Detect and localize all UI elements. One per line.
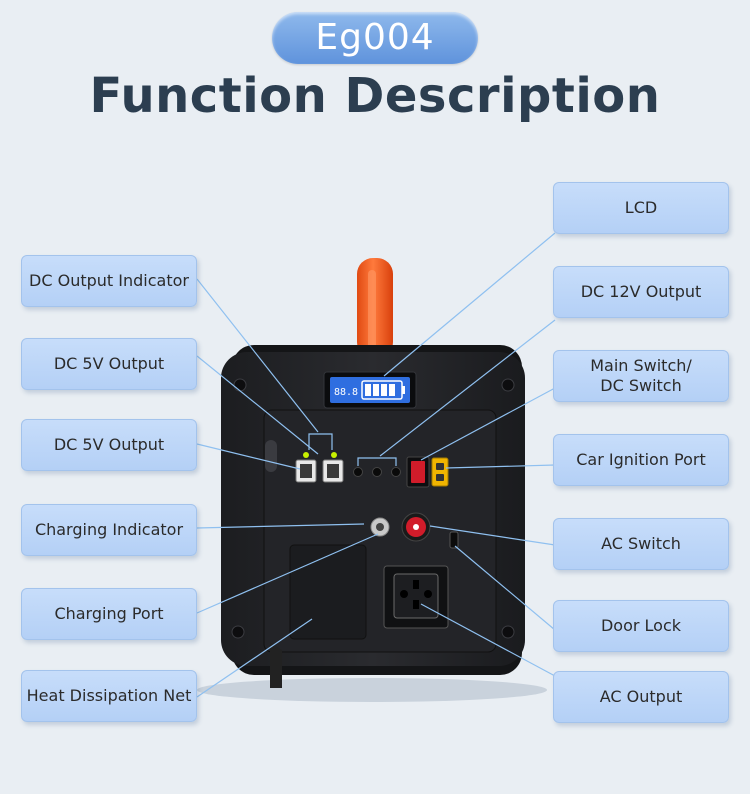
page-title: Function Description [89, 68, 661, 124]
main-switch [406, 456, 430, 488]
label-main-switch: Main Switch/ DC Switch [553, 350, 729, 402]
callout-lines [196, 232, 556, 698]
label-ac-switch: AC Switch [553, 518, 729, 570]
usb-ports [295, 452, 344, 483]
door-lock [449, 531, 459, 549]
label-dc-5v-output-2: DC 5V Output [21, 419, 197, 471]
label-dc-12v-output: DC 12V Output [553, 266, 729, 318]
label-dc-output-indicator: DC Output Indicator [21, 255, 197, 307]
model-badge: Eg004 [272, 12, 478, 64]
label-main-switch-line-1: Main Switch/ [590, 356, 692, 375]
label-main-switch-line-2: DC Switch [600, 376, 682, 395]
side-foot [270, 642, 282, 688]
ac-outlet [383, 565, 449, 629]
device-shadow [197, 678, 547, 702]
carry-handle [357, 258, 393, 358]
label-charging-port: Charging Port [21, 588, 197, 640]
lcd-display: 88.8 [323, 371, 417, 409]
dc-12v-ports [353, 467, 401, 477]
label-ac-output: AC Output [553, 671, 729, 723]
label-door-lock: Door Lock [553, 600, 729, 652]
car-ignition-port [431, 457, 449, 487]
side-strap [265, 440, 277, 472]
charging-port [370, 517, 390, 537]
label-lcd: LCD [553, 182, 729, 234]
label-charging-indicator: Charging Indicator [21, 504, 197, 556]
lcd-reading: 88.8 [334, 387, 358, 398]
label-dc-5v-output-1: DC 5V Output [21, 338, 197, 390]
label-car-ignition-port: Car Ignition Port [553, 434, 729, 486]
ac-switch [401, 512, 431, 542]
label-heat-dissipation-net: Heat Dissipation Net [21, 670, 197, 722]
heat-dissipation-net [289, 544, 367, 640]
